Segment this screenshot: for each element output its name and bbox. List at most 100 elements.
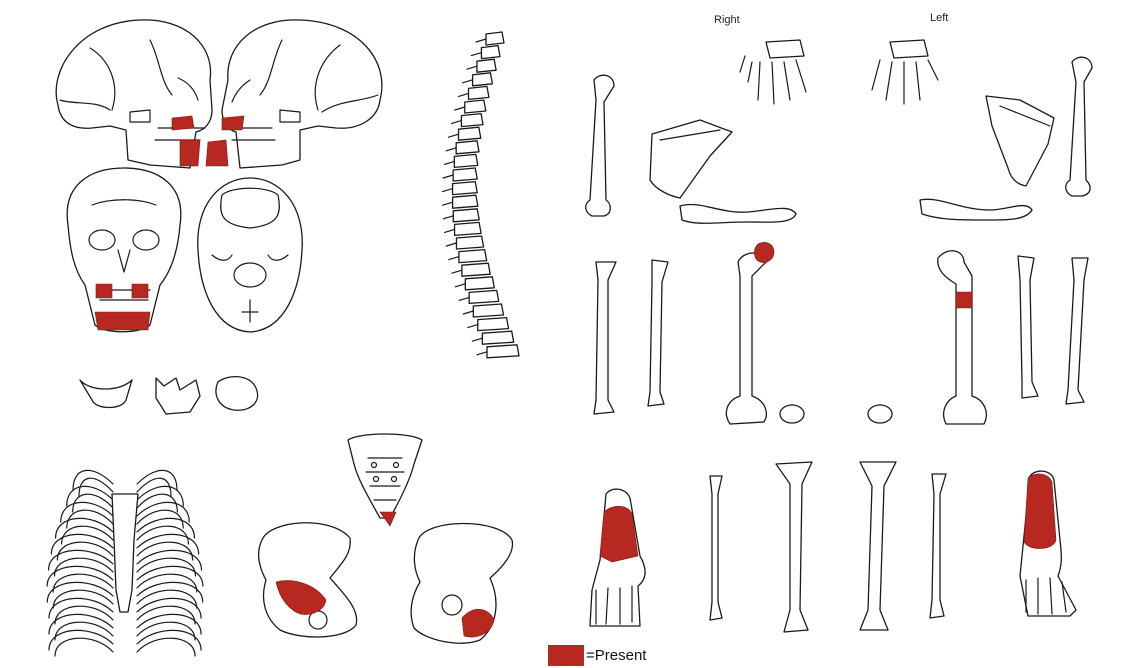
legend-present-swatch bbox=[548, 645, 584, 666]
small-cranial-bones bbox=[80, 377, 258, 414]
vertebra bbox=[459, 127, 481, 140]
vertebra bbox=[478, 318, 509, 331]
vertebra bbox=[453, 168, 477, 181]
tibia-left bbox=[860, 462, 896, 630]
vertebra-process bbox=[455, 107, 465, 110]
ulna-left bbox=[1018, 256, 1038, 398]
rib-cage bbox=[47, 470, 203, 656]
vertebra bbox=[465, 277, 494, 290]
rib bbox=[49, 550, 113, 576]
vertebra-process bbox=[443, 216, 453, 219]
label-left: Left bbox=[930, 12, 948, 24]
rib bbox=[49, 614, 113, 640]
vertebra bbox=[469, 290, 499, 303]
sternum bbox=[112, 494, 138, 612]
ulna-right bbox=[648, 260, 668, 406]
label-right: Right bbox=[714, 14, 740, 26]
vertebra-process bbox=[468, 325, 478, 328]
present-mandible-anterior bbox=[95, 312, 150, 330]
rib bbox=[137, 486, 183, 512]
vertebra-process bbox=[463, 311, 473, 314]
vertebra bbox=[453, 182, 478, 195]
rib bbox=[137, 614, 201, 640]
present-teeth-anterior-left bbox=[96, 284, 112, 298]
present-sacrum-coccyx bbox=[380, 512, 396, 526]
rib bbox=[56, 518, 113, 544]
vertebra-process bbox=[451, 121, 461, 124]
vertebra-process bbox=[455, 284, 465, 287]
patella-right bbox=[780, 405, 804, 423]
vertebra-process bbox=[459, 297, 469, 300]
humerus-left bbox=[1066, 57, 1092, 196]
hand-left bbox=[872, 40, 938, 104]
rib bbox=[61, 502, 113, 528]
vertebral-column bbox=[443, 32, 519, 358]
vertebra-process bbox=[449, 134, 459, 137]
rib bbox=[49, 598, 113, 624]
vertebra-process bbox=[443, 202, 453, 205]
hand-right bbox=[740, 40, 806, 104]
vertebra bbox=[459, 250, 487, 263]
sacrum bbox=[348, 434, 422, 518]
vertebra bbox=[454, 154, 477, 167]
vertebra-process bbox=[443, 175, 453, 178]
vertebra bbox=[462, 263, 490, 276]
vertebra bbox=[469, 86, 489, 99]
skull-anterior bbox=[67, 168, 181, 332]
patella-left bbox=[868, 405, 892, 423]
rib bbox=[137, 598, 201, 624]
humerus-right bbox=[586, 75, 614, 216]
legend-present-text: =Present bbox=[586, 647, 646, 664]
rib bbox=[51, 534, 113, 560]
vertebra-process bbox=[459, 93, 469, 96]
rib bbox=[67, 486, 113, 512]
scapula-right bbox=[650, 120, 732, 198]
vertebra-process bbox=[445, 229, 455, 232]
vertebra-process bbox=[446, 148, 456, 151]
clavicle-right bbox=[680, 204, 796, 223]
rib bbox=[137, 534, 199, 560]
rib bbox=[137, 550, 201, 576]
skull-inferior bbox=[198, 178, 302, 332]
rib bbox=[137, 518, 194, 544]
vertebra bbox=[482, 331, 513, 344]
present-femoral-head-right bbox=[754, 242, 774, 262]
vertebra bbox=[455, 222, 482, 235]
vertebra bbox=[453, 195, 478, 208]
clavicle-left bbox=[920, 199, 1032, 220]
present-mandible-lateral-left bbox=[206, 140, 228, 166]
legend: =Present bbox=[548, 644, 646, 666]
vertebra-process bbox=[476, 39, 486, 42]
vertebra-process bbox=[446, 243, 456, 246]
vertebra-process bbox=[467, 66, 477, 69]
vertebra-process bbox=[472, 338, 482, 341]
os-coxae-left bbox=[411, 524, 512, 644]
skull-lateral-left bbox=[222, 20, 382, 168]
vertebra-process bbox=[471, 53, 481, 56]
present-mandible-lateral-right bbox=[180, 140, 200, 166]
fibula-right bbox=[710, 476, 722, 620]
present-teeth-anterior-right bbox=[132, 284, 148, 298]
vertebra-process bbox=[452, 270, 462, 273]
vertebra bbox=[465, 100, 486, 113]
vertebra bbox=[461, 114, 483, 127]
vertebra bbox=[481, 46, 500, 59]
present-femoral-shaft-left bbox=[956, 292, 972, 308]
vertebra bbox=[473, 73, 493, 86]
vertebra-process bbox=[444, 161, 454, 164]
present-teeth-lateral-left bbox=[222, 116, 244, 130]
radius-left bbox=[1066, 258, 1088, 404]
radius-right bbox=[594, 262, 616, 414]
present-teeth-lateral-right bbox=[172, 116, 194, 130]
rib bbox=[137, 470, 177, 496]
rib bbox=[137, 630, 201, 656]
tibia-right bbox=[776, 462, 812, 632]
femur-right bbox=[726, 253, 766, 424]
vertebra bbox=[456, 141, 479, 154]
vertebra-process bbox=[477, 352, 487, 355]
vertebra bbox=[453, 209, 479, 222]
vertebra bbox=[487, 345, 519, 358]
present-foot-right-tarsals bbox=[600, 506, 638, 562]
